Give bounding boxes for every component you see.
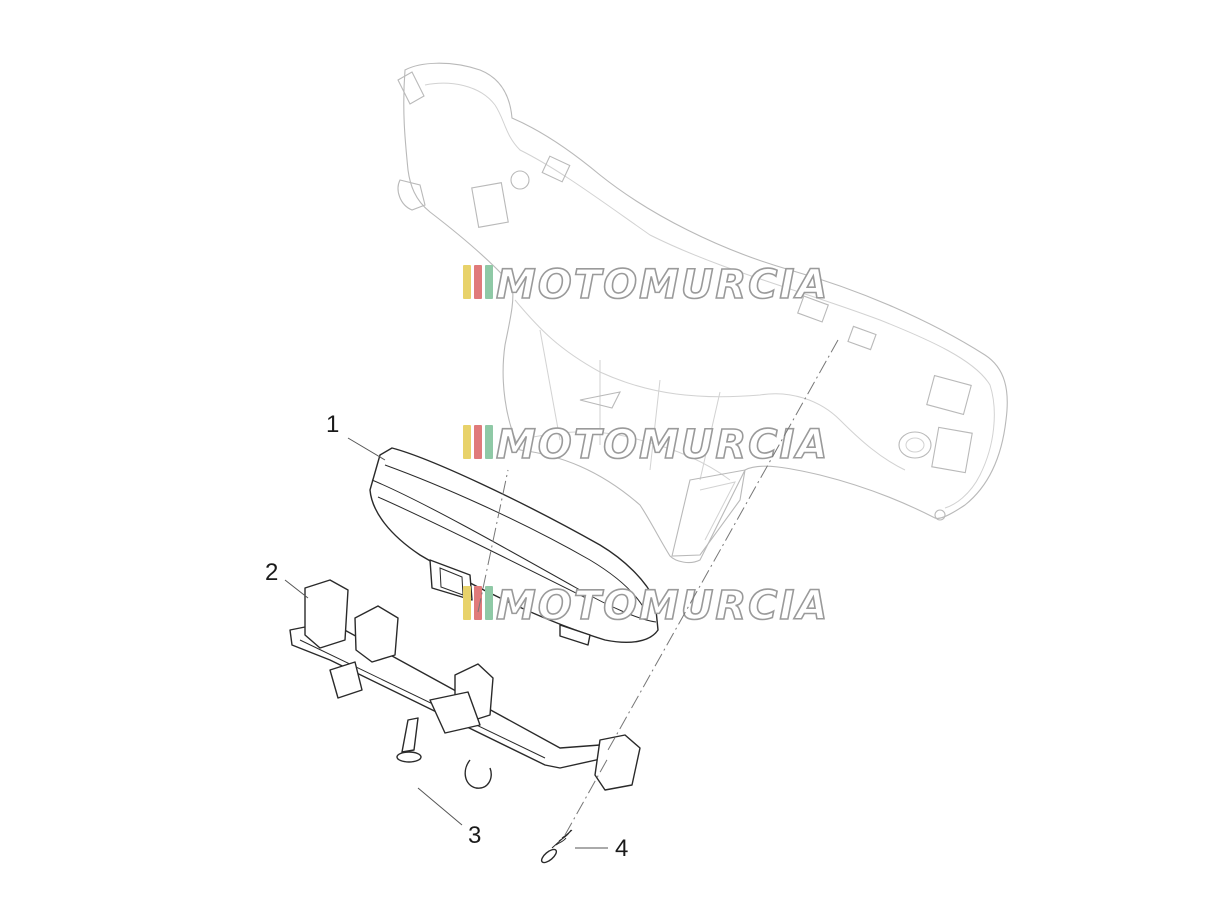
- callout-3: 3: [468, 822, 481, 849]
- assembly-axis-lines: [477, 339, 839, 836]
- watermark-text: MOTOMURCIA: [496, 422, 829, 468]
- watermark-stripe-red: [474, 425, 482, 459]
- watermark-bottom: MOTOMURCIA: [463, 582, 829, 630]
- leader-line-3: [417, 787, 463, 826]
- watermark-stripe-yellow: [463, 586, 471, 620]
- part-callouts: 1 2 3 4: [265, 411, 628, 862]
- watermark-stripe-red: [474, 586, 482, 620]
- watermark-stripe-yellow: [463, 265, 471, 299]
- watermark-middle: MOTOMURCIA: [463, 421, 829, 469]
- leader-line-2: [284, 579, 309, 599]
- watermark-stripe-yellow: [463, 425, 471, 459]
- part-4-screw: [540, 829, 573, 864]
- callout-2: 2: [265, 559, 278, 586]
- part-2-support-bracket: [289, 579, 641, 791]
- leader-lines: [284, 437, 608, 849]
- callout-1: 1: [326, 411, 339, 438]
- handlebar-cover-outline: [397, 62, 1008, 564]
- watermark-stripe-green: [485, 586, 493, 620]
- leader-line-1: [347, 437, 386, 461]
- part-1-instrument-cluster: [369, 447, 659, 646]
- watermark-stripe-red: [474, 265, 482, 299]
- watermark-stripe-green: [485, 265, 493, 299]
- watermark-text: MOTOMURCIA: [496, 262, 829, 308]
- watermark-stripe-green: [485, 425, 493, 459]
- watermark-top: MOTOMURCIA: [463, 261, 829, 309]
- callout-4: 4: [615, 835, 628, 862]
- part-3-screw: [396, 717, 422, 763]
- watermark-text: MOTOMURCIA: [496, 583, 829, 629]
